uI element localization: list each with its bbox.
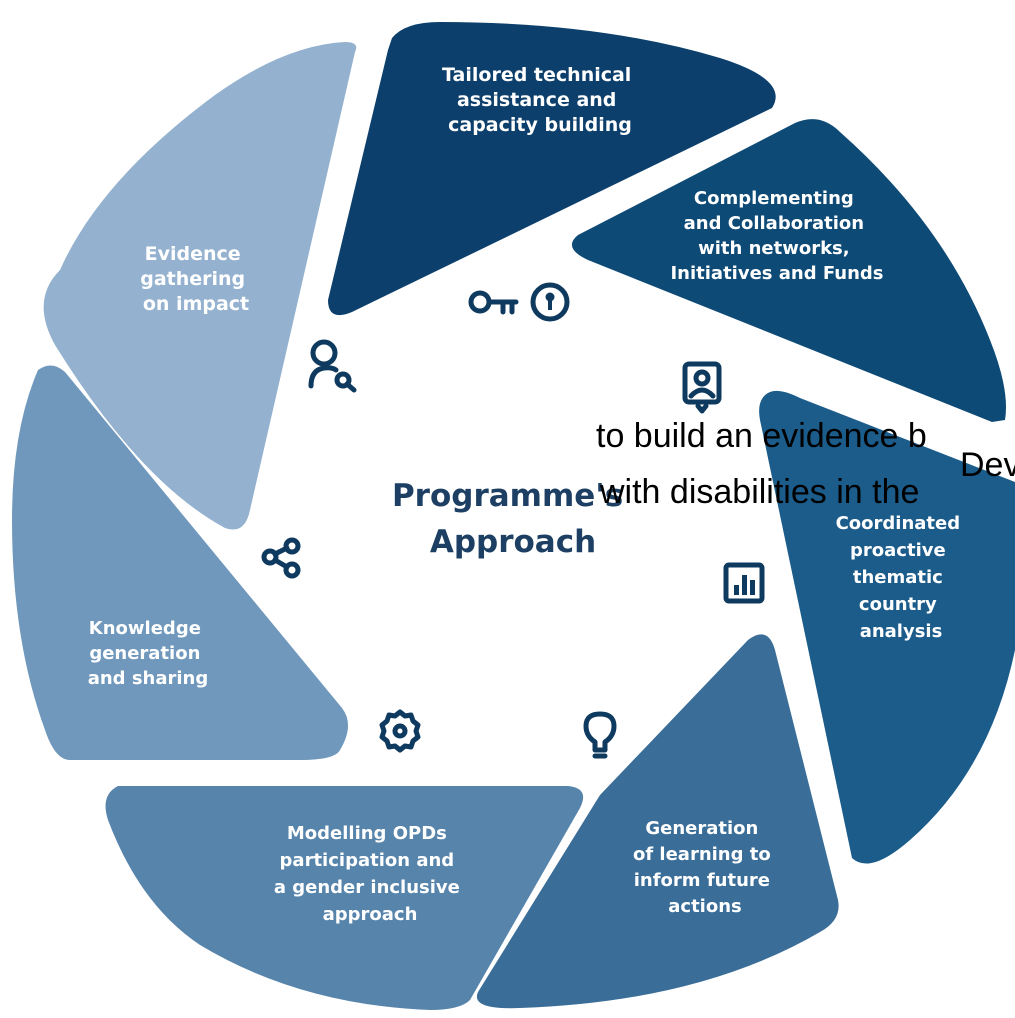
- segment-modelling-line: participation and: [280, 850, 455, 871]
- segment-knowledge-line: generation: [89, 643, 200, 664]
- user-search-icon: [308, 339, 357, 393]
- segment-modelling-line: Modelling OPDs: [287, 823, 447, 844]
- segment-coordinated-line: analysis: [860, 621, 943, 642]
- segment-complementing-line: with networks,: [698, 238, 850, 259]
- segment-coordinated-line: thematic: [853, 567, 943, 588]
- center-title-line2: Approach: [430, 524, 596, 560]
- segment-evidence-line: Evidence: [145, 243, 241, 265]
- segment-complementing: Complementing and Collaboration with net…: [571, 119, 1006, 422]
- lightbulb-icon: [583, 711, 617, 759]
- segment-coordinated-line: Coordinated: [836, 513, 961, 534]
- segment-generation-line: Generation: [645, 818, 758, 839]
- segment-generation-line: of learning to: [633, 844, 771, 865]
- gear-icon: [379, 709, 421, 753]
- overlay-text-line2: with disabilities in the: [599, 473, 919, 511]
- segment-complementing-line: Initiatives and Funds: [670, 263, 883, 284]
- segment-tailored-line: Tailored technical: [442, 64, 631, 86]
- segment-generation-shape: [476, 634, 839, 1009]
- center-title-line1: Programme's: [392, 478, 623, 514]
- segment-complementing-label: Complementing and Collaboration with net…: [670, 188, 883, 284]
- share-icon: [261, 537, 301, 579]
- segment-coordinated: Coordinated proactive thematic country a…: [759, 390, 1015, 864]
- key-icon: [468, 282, 570, 322]
- segment-coordinated-line: proactive: [850, 540, 946, 561]
- overlay-text-line1: to build an evidence b: [596, 417, 927, 455]
- segment-coordinated-shape: [759, 390, 1015, 864]
- segment-tailored-label: Tailored technical assistance and capaci…: [442, 64, 638, 136]
- center-title: Programme's Approach: [392, 478, 634, 560]
- segment-evidence-label: Evidence gathering on impact: [140, 243, 252, 315]
- segment-tailored-line: capacity building: [448, 114, 632, 136]
- segment-generation-label: Generation of learning to inform future …: [633, 818, 777, 917]
- segment-modelling: Modelling OPDs participation and a gende…: [105, 786, 584, 1010]
- segment-evidence-line: on impact: [143, 293, 249, 315]
- segment-coordinated-line: country: [859, 594, 937, 615]
- segment-knowledge-shape: [12, 365, 349, 760]
- segment-generation-line: inform future: [634, 870, 770, 891]
- segment-knowledge-line: and sharing: [88, 668, 209, 689]
- segment-complementing-line: and Collaboration: [684, 213, 864, 234]
- segment-evidence-line: gathering: [140, 268, 245, 290]
- segment-complementing-shape: [571, 119, 1006, 422]
- segment-evidence-shape: [43, 42, 357, 530]
- bar-chart-icon: [723, 562, 765, 604]
- segment-modelling-shape: [105, 786, 584, 1010]
- segment-modelling-line: approach: [323, 904, 418, 925]
- segment-knowledge-line: Knowledge: [89, 618, 201, 639]
- id-card-icon: [682, 361, 722, 414]
- segment-evidence: Evidence gathering on impact: [43, 42, 357, 530]
- segment-tailored-line: assistance and: [457, 89, 616, 111]
- segment-generation-line: actions: [668, 896, 742, 917]
- segment-modelling-label: Modelling OPDs participation and a gende…: [274, 823, 466, 925]
- segment-generation: Generation of learning to inform future …: [476, 634, 839, 1009]
- segment-tailored: Tailored technical assistance and capaci…: [328, 22, 776, 316]
- segment-tailored-shape: [328, 22, 776, 316]
- segment-knowledge-label: Knowledge generation and sharing: [88, 618, 209, 689]
- overlay-text-fragment: Dev: [960, 446, 1015, 484]
- segment-coordinated-label: Coordinated proactive thematic country a…: [836, 513, 967, 642]
- segment-complementing-line: Complementing: [694, 188, 854, 209]
- segment-modelling-line: a gender inclusive: [274, 877, 460, 898]
- segment-knowledge: Knowledge generation and sharing: [12, 365, 349, 760]
